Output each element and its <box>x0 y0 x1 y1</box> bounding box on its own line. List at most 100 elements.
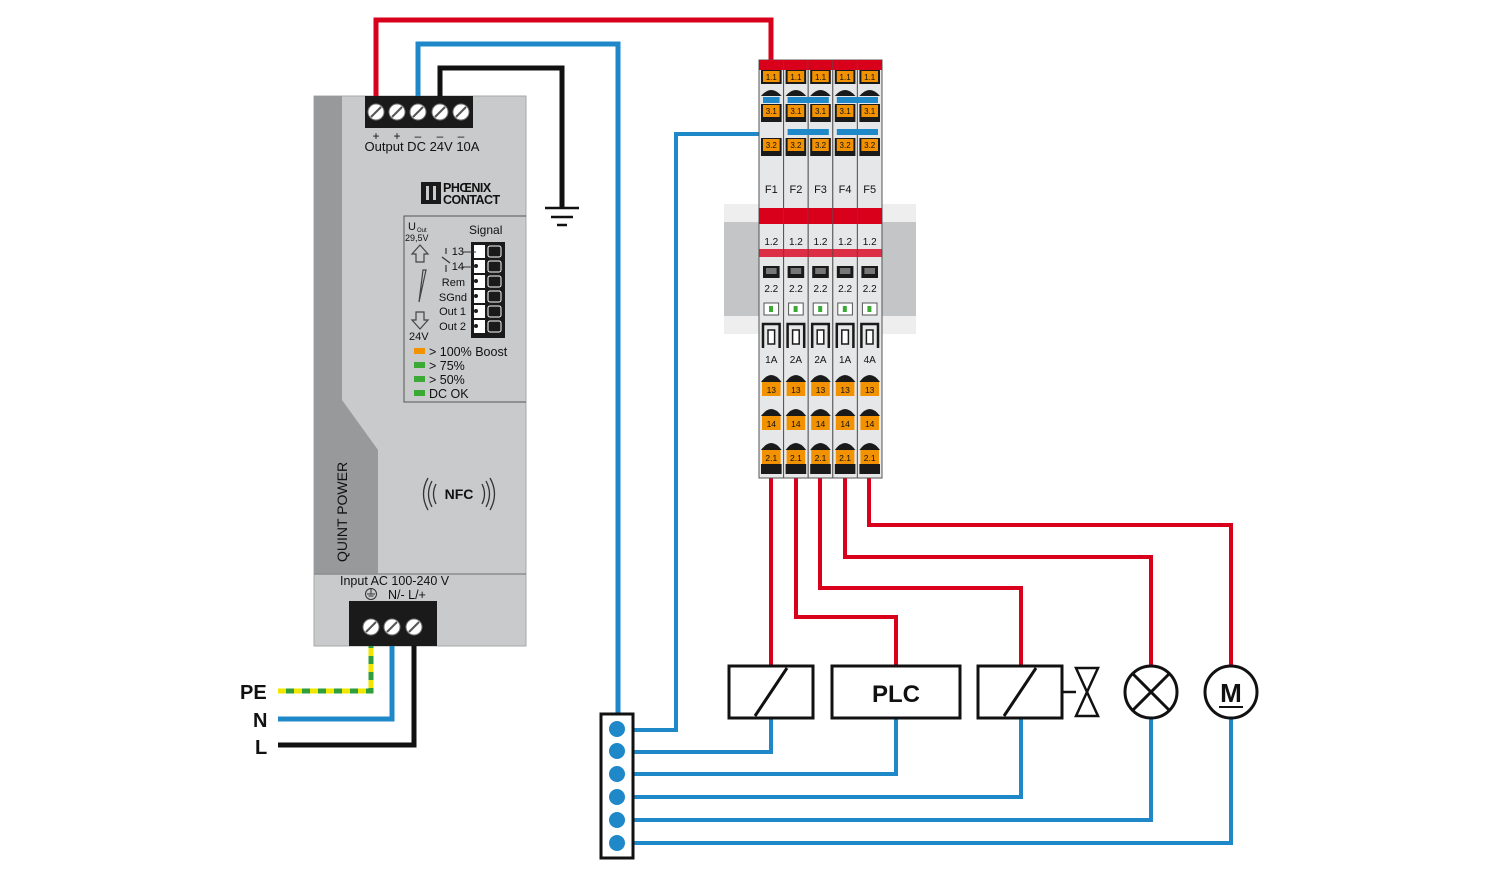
arrow-up-icon <box>410 244 430 263</box>
relay-contact-icon <box>441 248 451 272</box>
input-terminal-labels: N/- L/+ <box>388 588 426 602</box>
terminal-label: 2.1 <box>815 453 827 463</box>
neutral-wire <box>278 646 395 722</box>
svg-text:CONTACT: CONTACT <box>443 193 501 207</box>
terminal-label: 2.1 <box>864 453 876 463</box>
svg-text:24V: 24V <box>409 331 429 343</box>
terminal-label: 13 <box>767 385 777 395</box>
pe-wire-yellow <box>278 646 374 694</box>
led-label: DC OK <box>429 387 469 401</box>
breaker-rating: 2A <box>790 355 803 366</box>
terminal-label: 3.1 <box>815 107 827 116</box>
power-supply: + + – – – Output DC 24V 10A PHŒNIX CONTA… <box>313 95 527 647</box>
terminal-label: 3.2 <box>840 141 852 150</box>
plc-label: PLC <box>872 681 920 708</box>
circuit-breaker-modules: 1.13.13.2F11.22.21A13142.11.13.13.2F21.2… <box>758 59 883 479</box>
terminal-label: 3.1 <box>790 107 802 116</box>
earth-ground-icon <box>545 206 579 227</box>
terminal-label: 2.2 <box>814 284 828 295</box>
terminal-label: 3.1 <box>840 107 852 116</box>
bridge-bar <box>787 97 829 103</box>
motor-load: M <box>1203 664 1259 720</box>
svg-text:PHŒNIX: PHŒNIX <box>443 181 492 195</box>
terminal-label: 14 <box>865 419 875 429</box>
terminal-label: 2.1 <box>765 453 777 463</box>
led-indicator <box>414 376 425 382</box>
svg-text:Out: Out <box>417 228 427 234</box>
breaker-name: F4 <box>839 184 852 196</box>
terminal-label: 2.2 <box>789 284 803 295</box>
svg-text:Signal: Signal <box>469 223 502 237</box>
signal-label: SGnd <box>439 292 467 304</box>
terminal-label: 13 <box>816 385 826 395</box>
bus-terminal <box>609 743 625 759</box>
terminal-label: 1.1 <box>790 73 802 82</box>
valve-load <box>976 664 1100 720</box>
signal-panel: U Out 29,5V Signal 24V 13 14 Rem SGnd Ou… <box>403 215 526 403</box>
blue-wire <box>618 718 1023 799</box>
terminal-label: 2.1 <box>790 453 802 463</box>
terminal-label: 1.2 <box>863 237 877 248</box>
motor-icon <box>1203 664 1259 720</box>
pe-wire-green <box>278 646 374 694</box>
led-label: > 50% <box>429 373 465 387</box>
ground-icon <box>365 588 377 600</box>
breaker-rating: 4A <box>864 355 877 366</box>
bridge-bar <box>763 97 780 103</box>
output-polarity: – <box>458 129 465 143</box>
terminal-label: 1.2 <box>814 237 828 248</box>
terminal-label: 1.2 <box>838 237 852 248</box>
led-indicator <box>414 390 425 396</box>
nfc-label: NFC <box>445 486 474 502</box>
output-polarity: + <box>393 129 400 143</box>
signal-label: Out 2 <box>439 321 466 333</box>
psu-side-panel <box>314 96 378 574</box>
terminal-label: 1.1 <box>766 73 778 82</box>
red-wire <box>794 478 898 666</box>
blue-wire <box>618 718 1233 845</box>
led-label: > 75% <box>429 359 465 373</box>
terminal-label: 3.1 <box>864 107 876 116</box>
wires <box>278 17 1233 845</box>
terminal-label: 3.2 <box>864 141 876 150</box>
motor-label: M <box>1220 678 1242 708</box>
breaker-rating: 2A <box>814 355 827 366</box>
breaker-rating: 1A <box>765 355 778 366</box>
blue-wire <box>618 132 762 732</box>
breaker-name: F3 <box>814 184 827 196</box>
product-series-label: QUINT POWER <box>334 462 350 562</box>
red-wire <box>843 478 1153 666</box>
led-label: > 100% Boost <box>429 345 508 359</box>
terminal-label: 1.1 <box>864 73 876 82</box>
terminal-label: 1.1 <box>815 73 827 82</box>
potential-distributor <box>599 712 635 860</box>
bridge-bar <box>787 129 829 135</box>
mains-label-pe: PE <box>240 682 267 704</box>
arrow-down-icon <box>410 311 430 330</box>
output-polarity: – <box>437 129 444 143</box>
blue-wire <box>618 718 773 754</box>
bus-terminal <box>609 766 625 782</box>
signal-label: 13 <box>452 246 464 258</box>
terminal-label: 14 <box>767 419 777 429</box>
terminal-label: 14 <box>816 419 826 429</box>
bus-terminal <box>609 789 625 805</box>
bridge-bar <box>836 97 878 103</box>
black-wire <box>437 65 565 208</box>
mains-label-n: N <box>253 710 267 732</box>
bus-terminal <box>609 835 625 851</box>
svg-text:29,5V: 29,5V <box>405 233 429 243</box>
terminal-label: 14 <box>791 419 801 429</box>
terminal-label: 14 <box>840 419 850 429</box>
signal-label: Rem <box>442 277 465 289</box>
red-wire <box>818 478 1023 666</box>
terminal-label: 13 <box>865 385 875 395</box>
terminal-label: 1.1 <box>840 73 852 82</box>
output-rating-label: Output DC 24V 10A <box>365 139 480 154</box>
plc-load: PLC <box>830 664 962 720</box>
